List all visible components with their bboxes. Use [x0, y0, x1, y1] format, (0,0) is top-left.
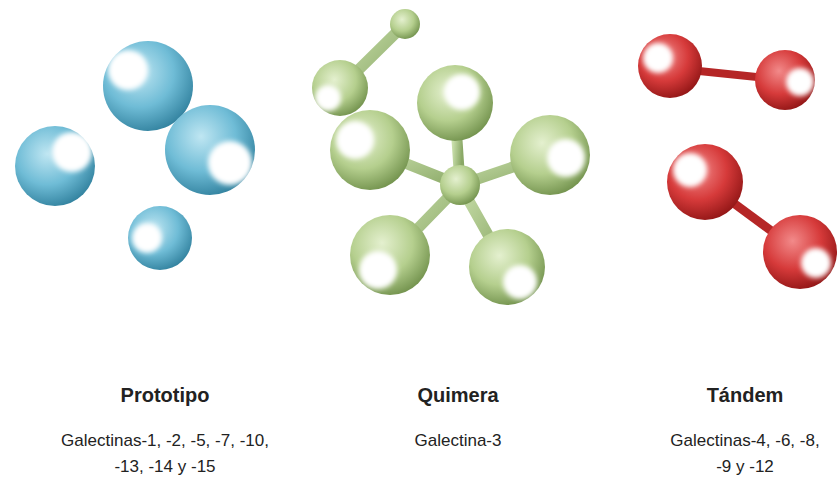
group-heading: Prototipo [45, 380, 285, 411]
group-heading: Quimera [358, 380, 558, 411]
group-members: Galectinas-1, -2, -5, -7, -10, -13, -14 … [54, 428, 276, 481]
group-heading: Tándem [660, 380, 830, 411]
group-members: Galectinas-4, -6, -8, -9 y -12 [665, 428, 825, 481]
tandem-spheres [638, 34, 837, 289]
prototype-spheres [15, 41, 255, 270]
chimera-spheres [312, 9, 590, 305]
group-members: Galectina-3 [358, 428, 558, 454]
